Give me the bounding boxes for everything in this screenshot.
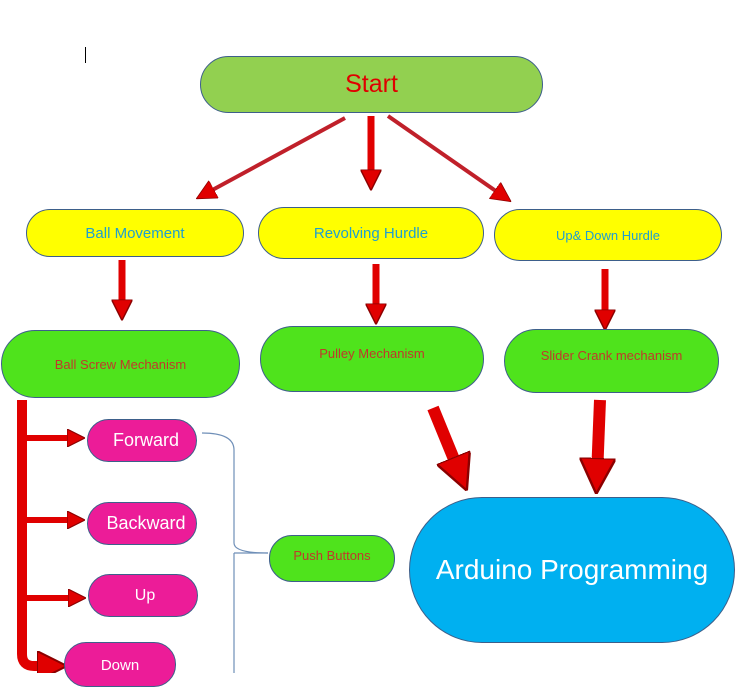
text-cursor xyxy=(85,47,86,63)
revolving-hurdle-node: Revolving Hurdle xyxy=(258,207,484,259)
up-button-node: Up xyxy=(88,574,198,617)
arrow-slider-crank-to-arduino xyxy=(597,399,600,476)
ball-screw-mechanism-node: Ball Screw Mechanism xyxy=(1,330,240,398)
arduino-programming-node: Arduino Programming xyxy=(409,497,735,643)
backward-button-node: Backward xyxy=(87,502,197,545)
slider-crank-mechanism-node: Slider Crank mechanism xyxy=(504,329,719,393)
ball-movement-node: Ball Movement xyxy=(26,209,244,257)
down-button-node: Down xyxy=(64,642,176,687)
forward-button-node: Forward xyxy=(87,419,197,462)
push-buttons-node: Push Buttons xyxy=(269,535,395,582)
arrow-start-to-updown-hurdle xyxy=(386,114,503,196)
push-buttons-bracket xyxy=(201,432,269,673)
connectors-layer xyxy=(17,114,738,673)
arrow-pulley-to-arduino xyxy=(427,405,460,474)
start-node: Start xyxy=(200,56,543,113)
updown-hurdle-node: Up& Down Hurdle xyxy=(494,209,722,261)
pulley-mechanism-node: Pulley Mechanism xyxy=(260,326,484,392)
ball-screw-bus-line xyxy=(17,400,52,666)
arrow-start-to-ball-movement xyxy=(205,116,346,194)
